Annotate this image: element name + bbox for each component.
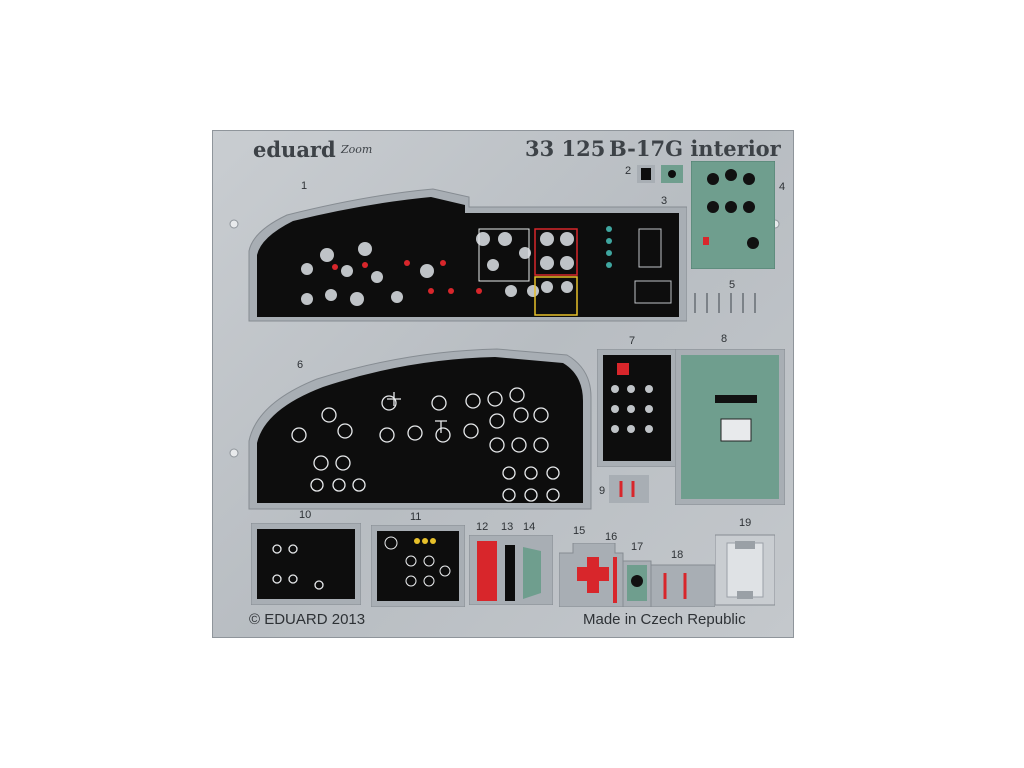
- part-number-3: 3: [661, 195, 668, 207]
- part-9-red-parts: [609, 475, 649, 503]
- catalog-number: 33 125: [525, 136, 606, 161]
- part-number-10: 10: [299, 509, 312, 521]
- part-number-16: 16: [605, 531, 618, 543]
- part-8-green-panel: [675, 349, 785, 505]
- part-number-11: 11: [410, 511, 422, 523]
- part-number-14: 14: [523, 521, 536, 533]
- part-1-instrument-panel: [248, 188, 687, 322]
- product-title: B-17G interior: [609, 136, 781, 161]
- copyright-text: © EDUARD 2013: [249, 611, 366, 628]
- part-number-18: 18: [671, 549, 684, 561]
- part-number-8: 8: [721, 333, 728, 345]
- part-19-seat-frame: [715, 534, 775, 606]
- part-number-13: 13: [501, 521, 514, 533]
- brand-name: eduard: [253, 137, 336, 162]
- part-number-15: 15: [573, 525, 586, 537]
- parts-2-3: [637, 165, 683, 183]
- part-5-levers: [694, 293, 756, 313]
- part-number-5: 5: [729, 279, 736, 291]
- parts-12-13-14: [469, 535, 553, 605]
- part-number-9: 9: [599, 485, 606, 497]
- part-number-7: 7: [629, 335, 636, 347]
- part-number-19: 19: [739, 517, 752, 529]
- part-7-black-panel: [597, 349, 677, 467]
- part-number-1: 1: [301, 180, 308, 192]
- part-number-6: 6: [297, 359, 304, 371]
- photo-etch-fret: eduard Zoom 33 125 B-17G interior: [212, 130, 794, 638]
- zoom-logo: Zoom: [341, 143, 373, 156]
- part-number-12: 12: [476, 521, 489, 533]
- origin-text: Made in Czech Republic: [583, 611, 746, 628]
- part-6-instrument-panel: [248, 348, 592, 510]
- part-10-black-panel: [251, 523, 361, 605]
- part-number-2: 2: [625, 165, 632, 177]
- part-number-4: 4: [779, 181, 786, 193]
- parts-15-18: [559, 543, 715, 607]
- part-4-green-panel: [691, 161, 775, 269]
- part-11-black-panel: [371, 525, 465, 607]
- part-number-17: 17: [631, 541, 644, 553]
